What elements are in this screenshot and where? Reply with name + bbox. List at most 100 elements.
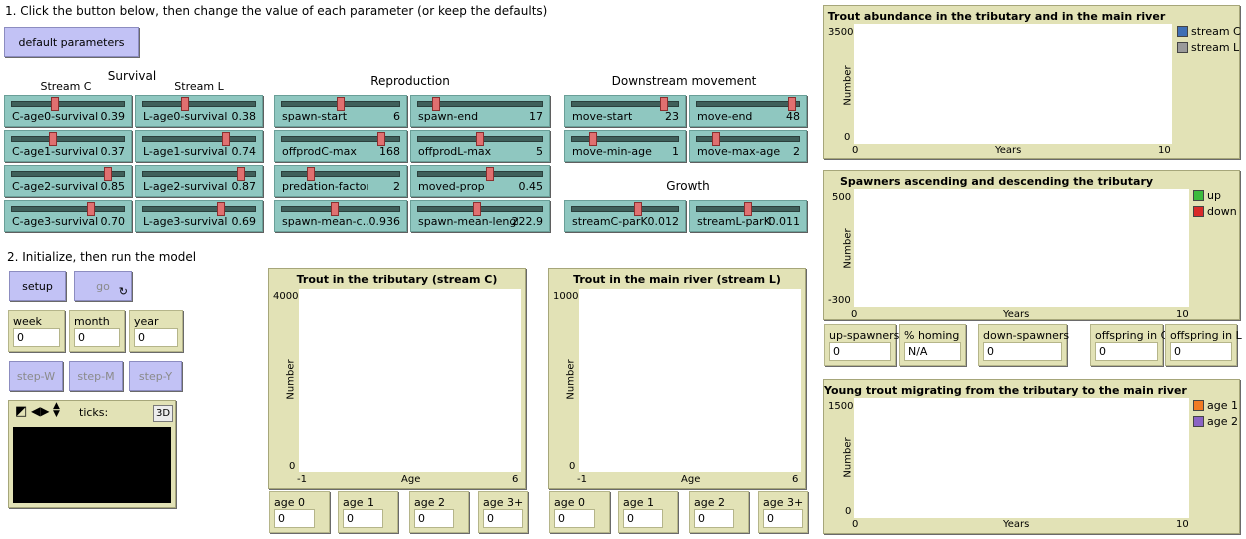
l-age2-survival-slider[interactable]: L-age2-survival 0.87 — [135, 165, 263, 197]
monitor-label: age 0 — [274, 496, 305, 509]
slider-track — [11, 206, 125, 212]
y-tick-max: 3500 — [828, 27, 854, 38]
step-y-button[interactable]: step-Y — [129, 361, 182, 391]
slider-knob[interactable] — [476, 132, 484, 146]
x-tick-max: 10 — [1176, 309, 1189, 320]
default-parameters-button[interactable]: default parameters — [4, 27, 139, 57]
slider-value: 0.011 — [768, 215, 801, 228]
slider-value: 0.012 — [647, 215, 680, 228]
slider-knob[interactable] — [51, 97, 60, 111]
slider-knob[interactable] — [659, 97, 668, 111]
x-tick-max: 6 — [792, 474, 799, 485]
c-age0-monitor: age 0 0 — [269, 491, 330, 533]
legend-swatch — [1193, 399, 1204, 411]
slider-knob[interactable] — [336, 97, 345, 111]
y-axis-label: Number — [285, 359, 297, 400]
slider-track — [281, 171, 400, 177]
x-tick-min: 0 — [852, 145, 859, 156]
slider-knob[interactable] — [86, 202, 95, 216]
slider-knob[interactable] — [237, 167, 246, 181]
slider-knob[interactable] — [711, 132, 720, 146]
move-max-age-slider[interactable]: move-max-age 2 — [689, 130, 807, 162]
predation-factor-slider[interactable]: predation-factor 2 — [274, 165, 407, 197]
arrows-vertical-icon[interactable]: ▲▼ — [53, 401, 60, 419]
slider-knob[interactable] — [103, 167, 112, 181]
arrows-horizontal-icon[interactable]: ◀▶ — [31, 404, 50, 418]
slider-knob[interactable] — [787, 97, 796, 111]
spawn-end-slider[interactable]: spawn-end 17 — [410, 95, 550, 127]
c-age3-survival-slider[interactable]: C-age3-survival 0.70 — [4, 200, 132, 232]
moved-prop-slider[interactable]: moved-prop 0.45 — [410, 165, 550, 197]
slider-track — [142, 171, 256, 177]
slider-label: streamC-parK — [572, 215, 648, 228]
l-age3-survival-slider[interactable]: L-age3-survival 0.69 — [135, 200, 263, 232]
streamc-park-slider[interactable]: streamC-parK 0.012 — [564, 200, 686, 232]
monitor-label: age 2 — [414, 496, 445, 509]
world-view: ◩ ◀▶ ▲▼ ticks: 3D — [8, 400, 176, 508]
monitor-label: month — [74, 315, 110, 328]
c-age1-survival-slider[interactable]: C-age1-survival 0.37 — [4, 130, 132, 162]
slider-label: spawn-end — [418, 110, 479, 123]
plot-title: Young trout migrating from the tributary… — [824, 384, 1187, 397]
y-tick-min: 0 — [844, 132, 851, 143]
stream-l-heading: Stream L — [174, 80, 224, 93]
step-m-button[interactable]: step-M — [69, 361, 123, 391]
slider-knob[interactable] — [216, 202, 225, 216]
monitor-value: 0 — [13, 328, 60, 347]
y-tick-max: 1000 — [553, 291, 579, 302]
monitor-value: 0 — [483, 509, 523, 528]
move-min-age-slider[interactable]: move-min-age 1 — [564, 130, 686, 162]
view-3d-button[interactable]: 3D — [153, 405, 173, 422]
slider-track — [417, 101, 543, 107]
c-age0-survival-slider[interactable]: C-age0-survival 0.39 — [4, 95, 132, 127]
plot-title: Trout abundance in the tributary and in … — [827, 10, 1166, 23]
c-age2-survival-slider[interactable]: C-age2-survival 0.85 — [4, 165, 132, 197]
legend-item: stream L — [1177, 39, 1241, 55]
setup-button[interactable]: setup — [9, 271, 66, 301]
slider-label: C-age1-survival — [12, 145, 98, 158]
slider-knob[interactable] — [633, 202, 642, 216]
stream-l-histogram: Trout in the main river (stream L) 1000 … — [548, 268, 806, 489]
slider-knob[interactable] — [431, 97, 440, 111]
step-w-button[interactable]: step-W — [9, 361, 63, 391]
streaml-park-slider[interactable]: streamL-parK 0.011 — [689, 200, 807, 232]
slider-knob[interactable] — [473, 202, 482, 216]
slider-knob[interactable] — [330, 202, 339, 216]
slider-track — [142, 136, 256, 142]
monitor-value: 0 — [343, 509, 383, 528]
slider-knob[interactable] — [49, 132, 58, 146]
move-start-slider[interactable]: move-start 23 — [564, 95, 686, 127]
offprodl-max-slider[interactable]: offprodL-max 5 — [410, 130, 550, 162]
slider-label: predation-factor — [282, 180, 368, 193]
x-tick-min: 0 — [852, 519, 859, 530]
slider-knob[interactable] — [306, 167, 315, 181]
monitor-label: offspring in L — [1170, 329, 1242, 342]
legend-swatch — [1193, 189, 1204, 201]
slider-label: move-end — [697, 110, 753, 123]
slider-knob[interactable] — [744, 202, 752, 216]
slider-knob[interactable] — [181, 97, 190, 111]
spawn-mean-length-slider[interactable]: spawn-mean-length 222.9 — [410, 200, 550, 232]
l-age0-survival-slider[interactable]: L-age0-survival 0.38 — [135, 95, 263, 127]
monitor-value: 0 — [74, 328, 120, 347]
l-age1-survival-slider[interactable]: L-age1-survival 0.74 — [135, 130, 263, 162]
slider-knob[interactable] — [486, 167, 495, 181]
spawn-start-slider[interactable]: spawn-start 6 — [274, 95, 407, 127]
legend-swatch — [1177, 25, 1188, 37]
plot-area — [579, 289, 801, 472]
slider-value: 0.74 — [231, 145, 257, 158]
c-age2-monitor: age 2 0 — [409, 491, 469, 533]
slider-label: move-start — [572, 110, 633, 123]
square-split-icon[interactable]: ◩ — [15, 404, 28, 419]
offprodc-max-slider[interactable]: offprodC-max 168 — [274, 130, 407, 162]
slider-value: 48 — [786, 110, 800, 123]
year-monitor: year 0 — [129, 310, 183, 352]
x-axis-label: Years — [995, 145, 1022, 156]
slider-knob[interactable] — [588, 132, 597, 146]
spawn-mean-c-slider[interactable]: spawn-mean-c… 0.936 — [274, 200, 407, 232]
slider-knob[interactable] — [222, 132, 231, 146]
world-canvas[interactable] — [13, 427, 171, 503]
move-end-slider[interactable]: move-end 48 — [689, 95, 807, 127]
slider-knob[interactable] — [376, 132, 385, 146]
go-button[interactable]: go ↻ — [74, 271, 132, 301]
